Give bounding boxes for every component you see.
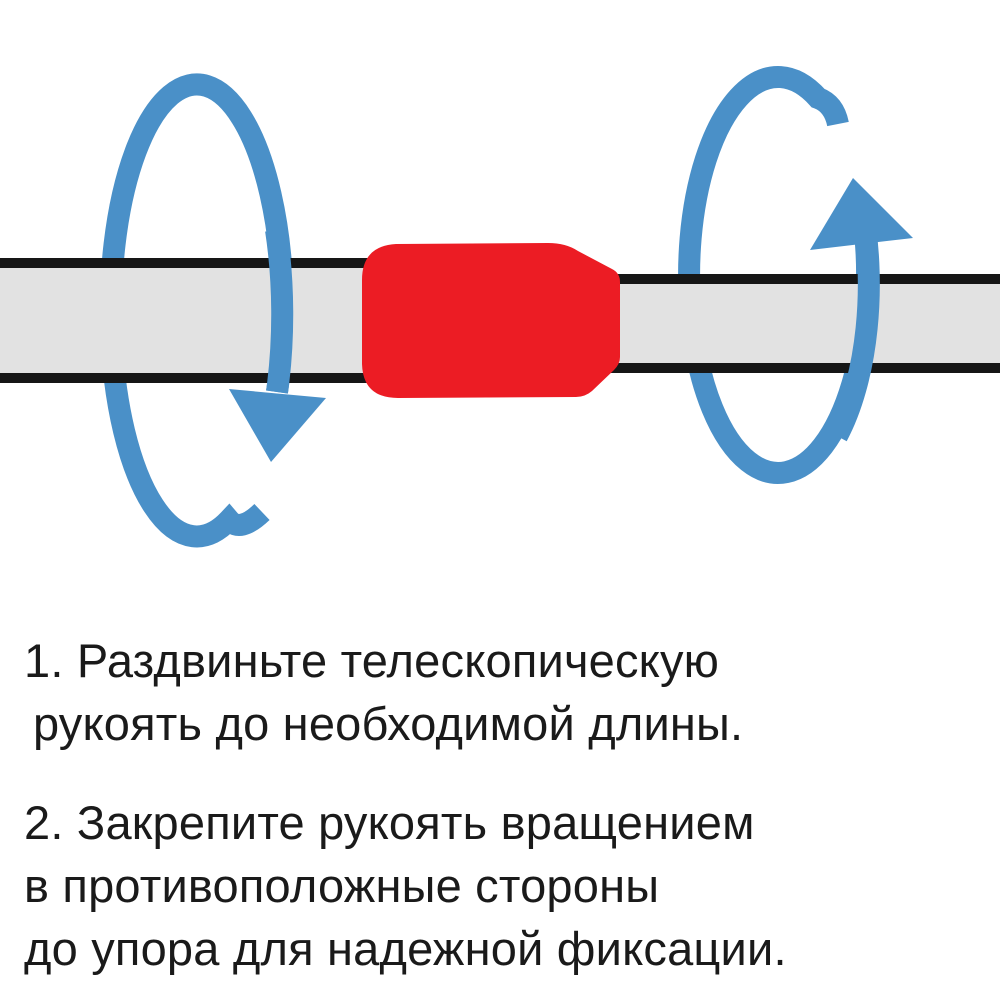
rotation-arrow-left-back-arc <box>99 73 294 548</box>
instruction-step-1-line-2: рукоять до необходимой длины. <box>33 697 744 750</box>
instruction-step-2-line-2: в противоположные стороны <box>24 859 660 912</box>
instruction-step-2-line-1: 2. Закрепите рукоять вращением <box>24 796 755 849</box>
inner-tube <box>560 284 1000 363</box>
locking-grip <box>362 243 620 398</box>
diagram-canvas <box>0 65 1000 548</box>
instruction-step-2: 2. Закрепите рукоять вращением в противо… <box>24 791 787 980</box>
rotation-arrow-left-head-down <box>229 389 326 462</box>
instruction-step-2-line-3: до упора для надежной фиксации. <box>24 922 787 975</box>
rotation-arrow-left-front-arc <box>265 228 294 394</box>
rotation-arrow-right-head-up <box>810 178 913 250</box>
instruction-step-1: 1. Раздвиньте телескопическую рукоять до… <box>24 629 743 755</box>
instruction-step-1-line-1: 1. Раздвиньте телескопическую <box>24 634 720 687</box>
handle-rotation-diagram <box>0 65 1000 548</box>
